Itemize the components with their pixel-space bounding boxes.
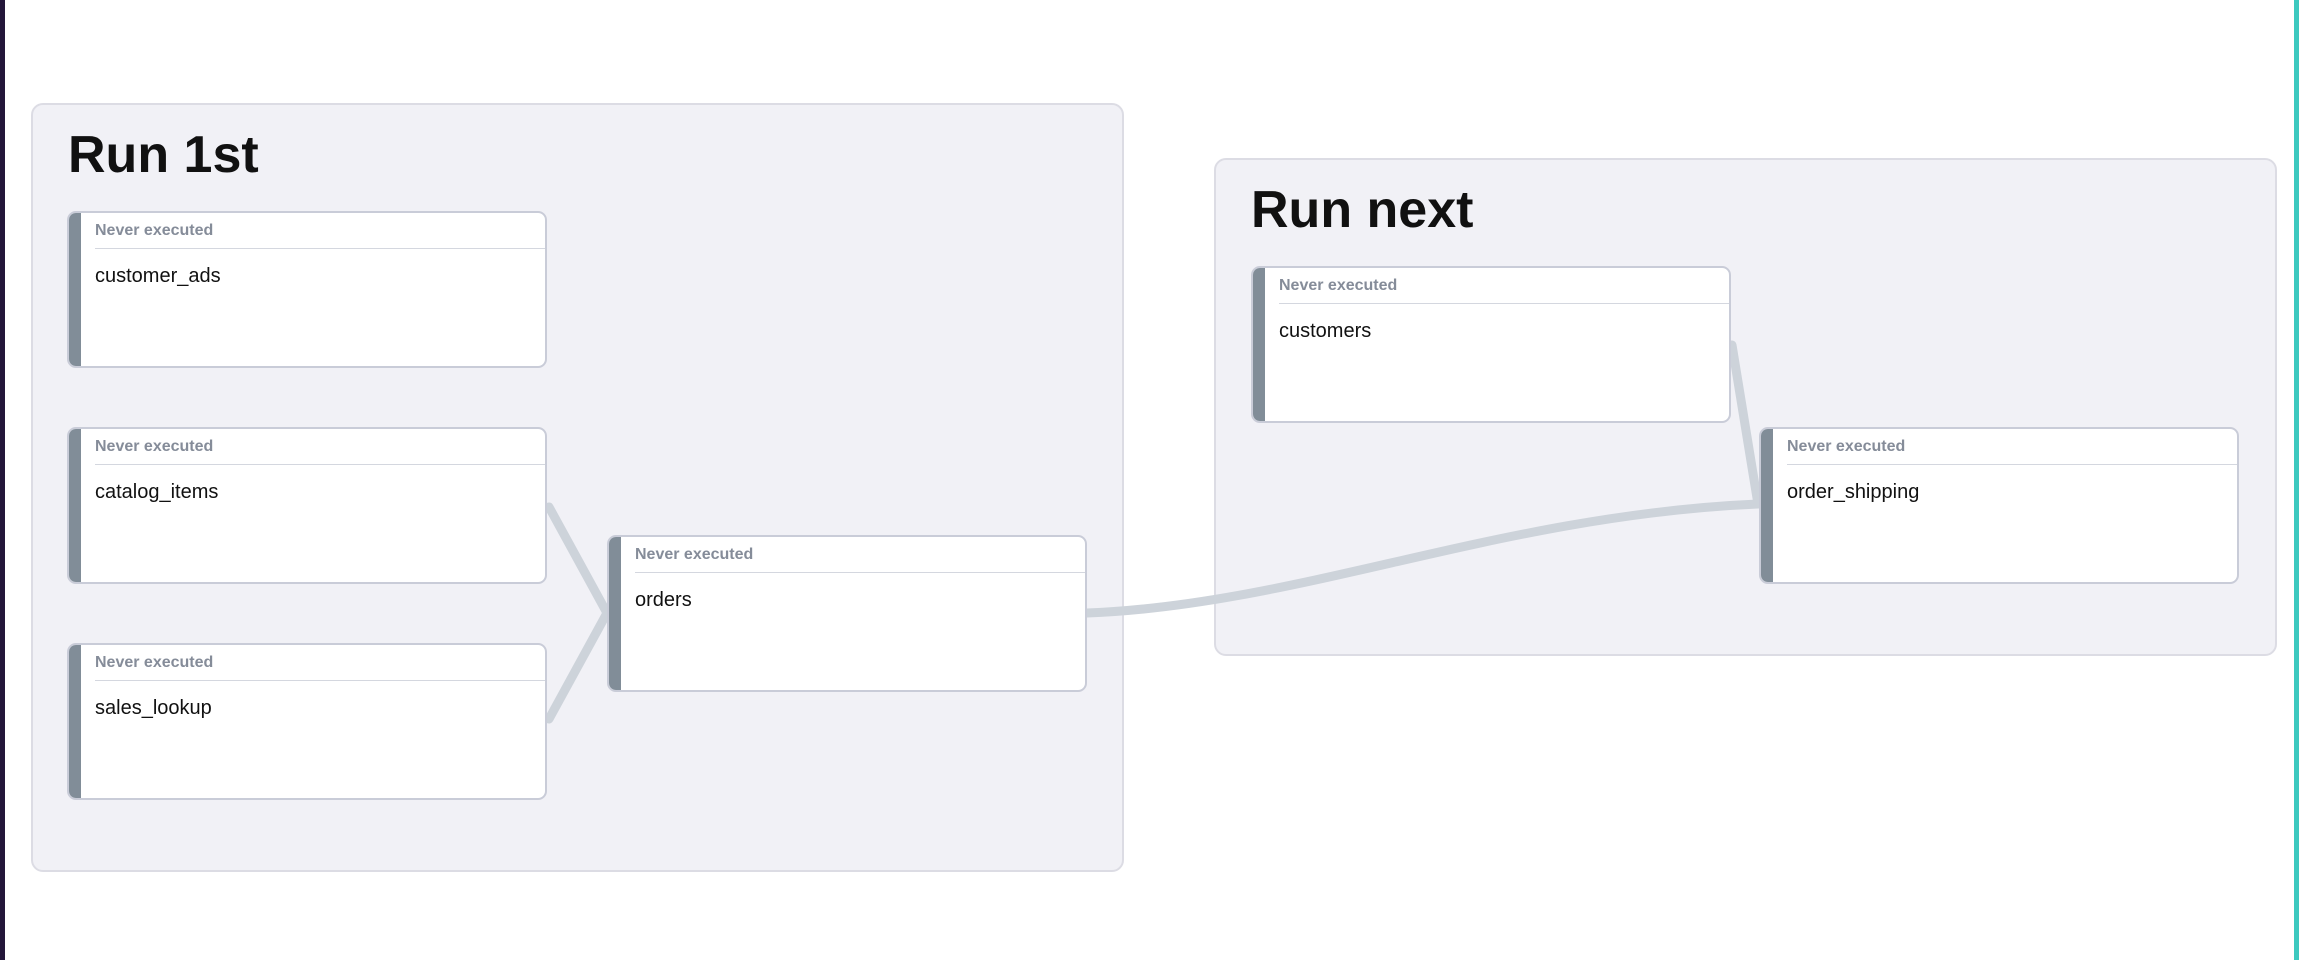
node-accent-bar (69, 213, 81, 366)
model-node-customer_ads[interactable]: Never executed customer_ads (67, 211, 547, 368)
group-title: Run 1st (68, 126, 259, 184)
left-window-edge (0, 0, 5, 960)
node-name: customers (1279, 320, 1372, 342)
model-node-sales_lookup[interactable]: Never executed sales_lookup (67, 643, 547, 800)
node-status: Never executed (635, 537, 1085, 573)
node-accent-bar (69, 429, 81, 582)
model-node-customers[interactable]: Never executed customers (1251, 266, 1731, 423)
node-status: Never executed (95, 213, 545, 249)
node-accent-bar (1253, 268, 1265, 421)
node-accent-bar (69, 645, 81, 798)
node-accent-bar (1761, 429, 1773, 582)
model-node-order_shipping[interactable]: Never executed order_shipping (1759, 427, 2239, 584)
right-window-edge (2294, 0, 2299, 960)
group-title: Run next (1251, 181, 1474, 239)
model-node-catalog_items[interactable]: Never executed catalog_items (67, 427, 547, 584)
node-status: Never executed (95, 645, 545, 681)
node-accent-bar (609, 537, 621, 690)
node-name: sales_lookup (95, 697, 212, 719)
node-name: catalog_items (95, 481, 219, 503)
node-status: Never executed (1279, 268, 1729, 304)
model-node-orders[interactable]: Never executed orders (607, 535, 1087, 692)
node-status: Never executed (95, 429, 545, 465)
node-status: Never executed (1787, 429, 2237, 465)
node-name: orders (635, 589, 692, 611)
node-name: customer_ads (95, 265, 221, 287)
node-name: order_shipping (1787, 481, 1920, 503)
